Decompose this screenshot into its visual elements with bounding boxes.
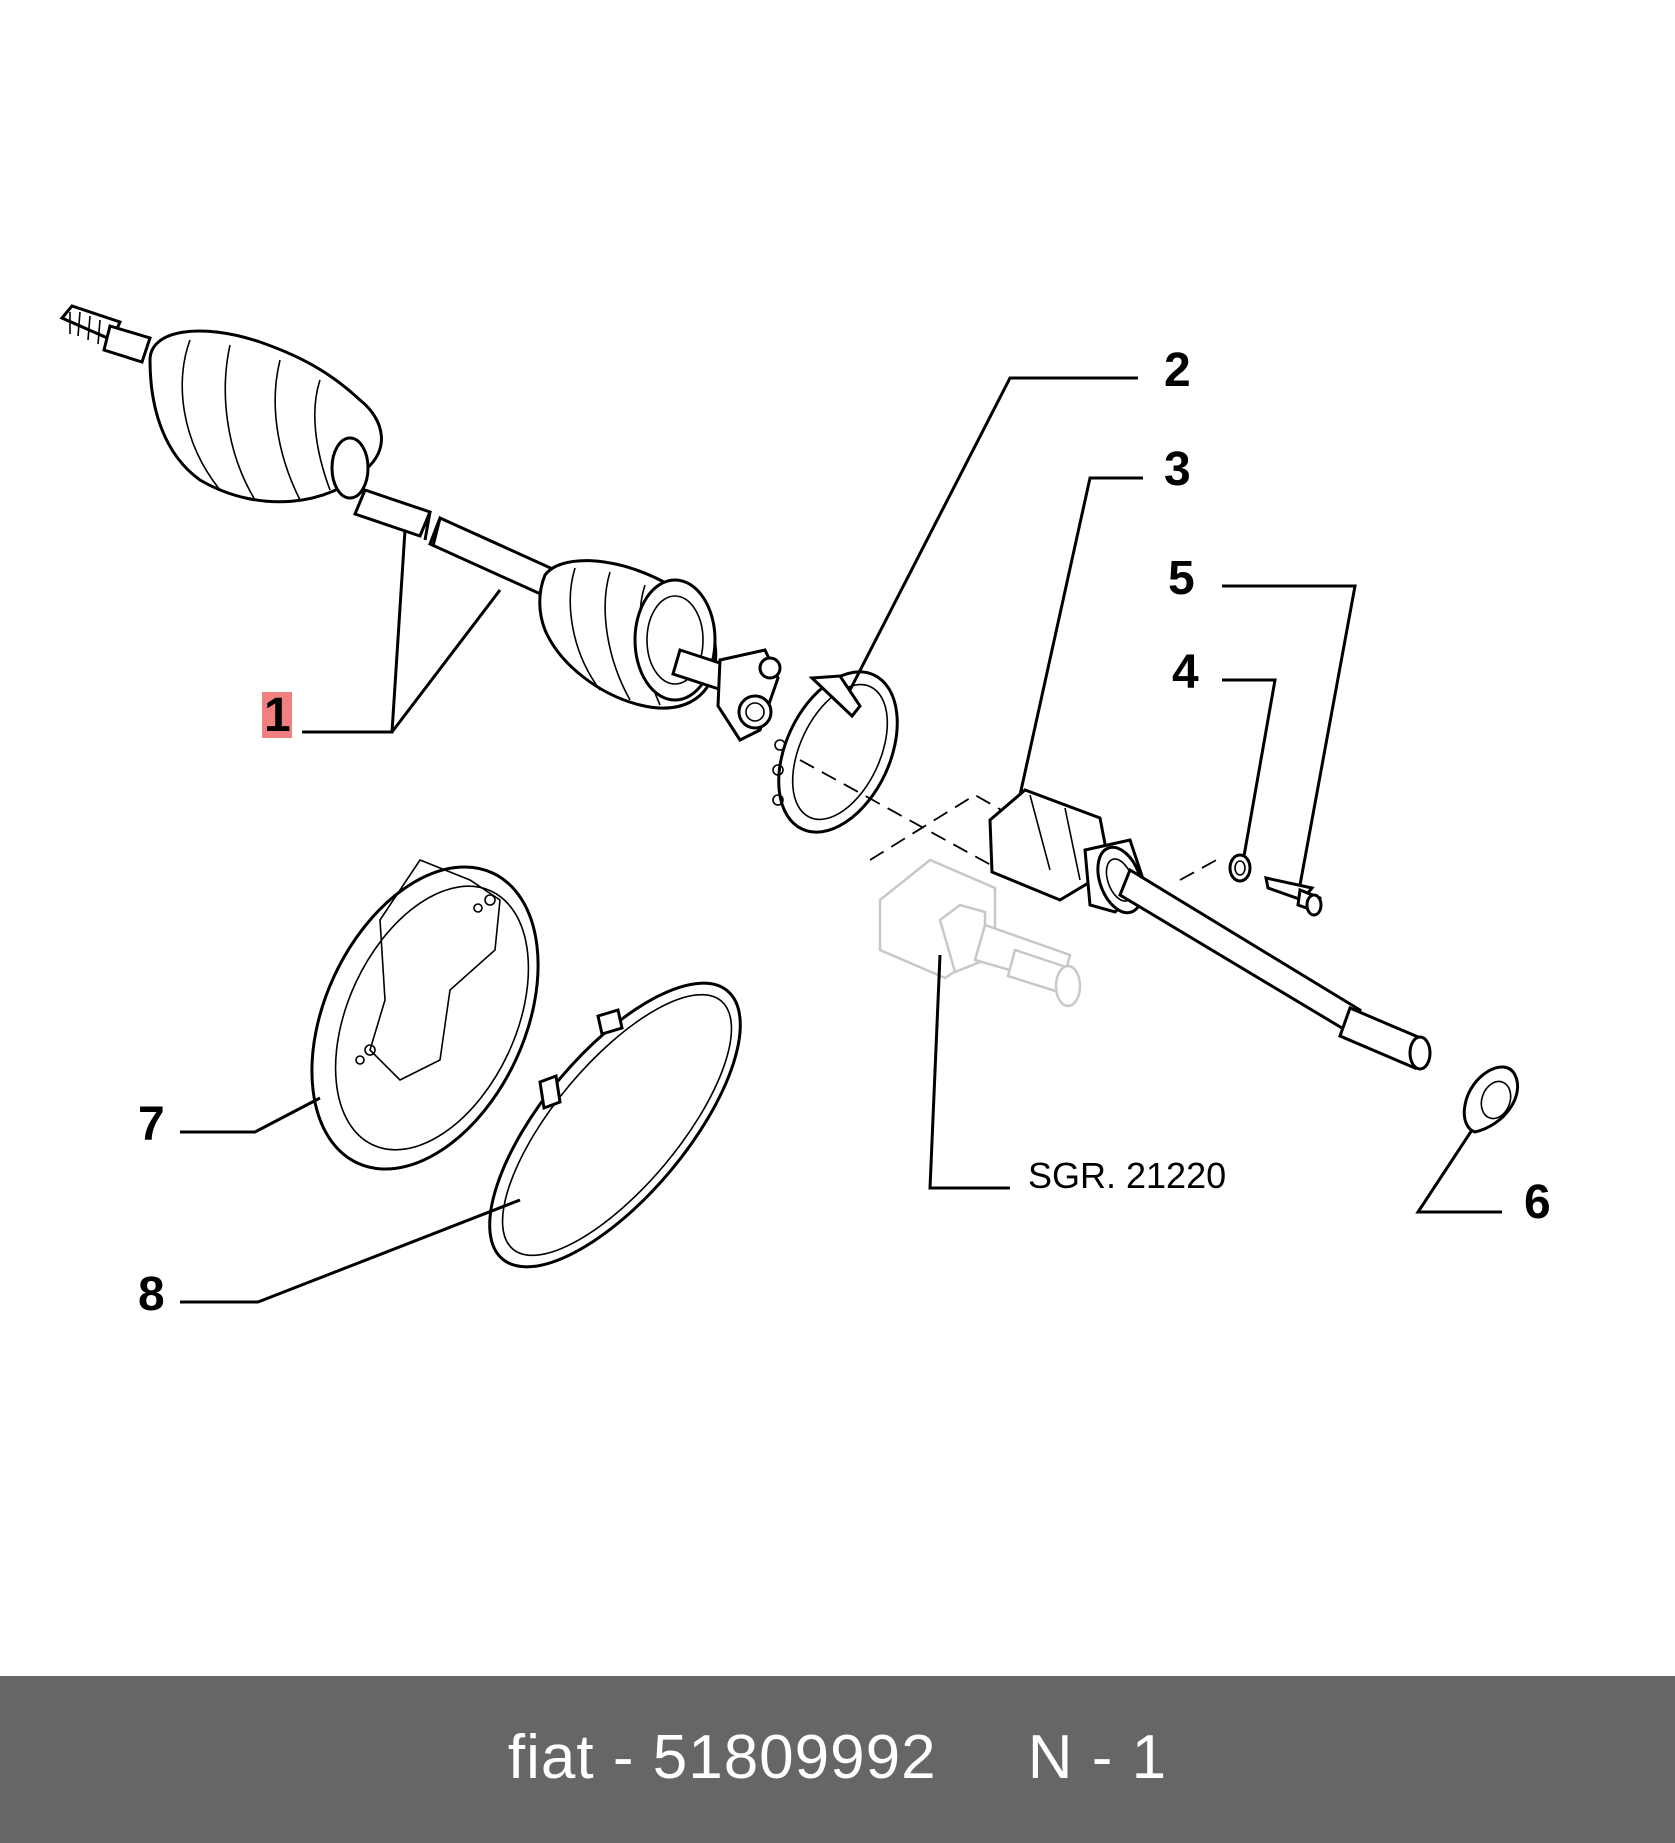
intermediate-shaft-part-3 bbox=[988, 788, 1432, 1071]
drive-shaft-assembly bbox=[59, 304, 782, 742]
boot-housing-part-7 bbox=[310, 859, 540, 1171]
callout-1-highlight bbox=[262, 692, 292, 738]
dust-cap-part-6 bbox=[1462, 1065, 1520, 1134]
boot-clamp-part-2 bbox=[772, 670, 899, 834]
reference-assembly-ghost bbox=[878, 858, 1082, 1008]
washer-part-4 bbox=[1228, 853, 1252, 883]
callout-5: 5 bbox=[1168, 552, 1195, 605]
bolt-part-5 bbox=[1264, 876, 1323, 917]
callout-7: 7 bbox=[138, 1098, 165, 1151]
footer-part-number: fiat - 51809992 N - 1 bbox=[507, 1723, 1168, 1792]
callout-2: 2 bbox=[1164, 344, 1191, 397]
callout-8: 8 bbox=[138, 1268, 165, 1321]
callout-4: 4 bbox=[1172, 646, 1199, 699]
callout-6: 6 bbox=[1524, 1176, 1551, 1229]
clamp-band-part-8 bbox=[488, 981, 742, 1269]
callout-3: 3 bbox=[1164, 443, 1191, 496]
footer-bar: fiat - 51809992 N - 1 bbox=[0, 1676, 1675, 1843]
sgr-reference-label: SGR. 21220 bbox=[1028, 1155, 1226, 1196]
leader-lines bbox=[180, 376, 1502, 1304]
exploded-parts-diagram: 1 2 3 5 4 6 7 8 SGR. 21220 bbox=[59, 304, 1551, 1321]
callout-1: 1 bbox=[264, 689, 291, 742]
